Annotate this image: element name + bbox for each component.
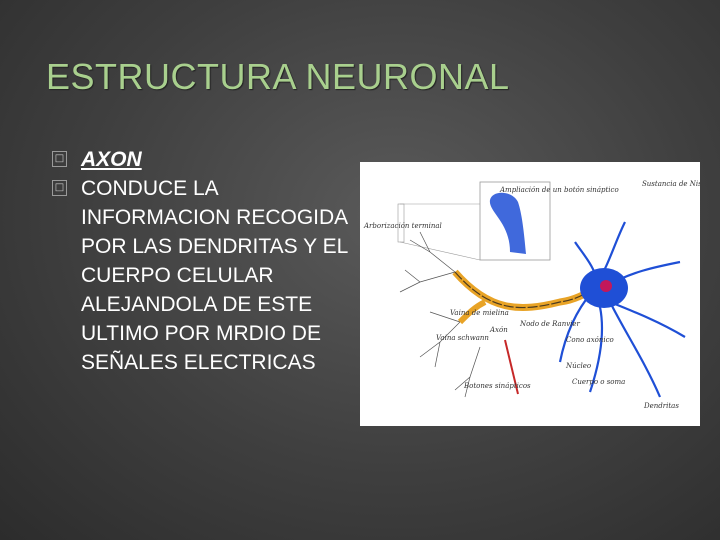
label-sustancia: Sustancia de Nissl (642, 180, 700, 188)
synaptic-button-shape (489, 192, 526, 254)
slide-title: ESTRUCTURA NEURONAL (46, 56, 510, 97)
cell-body (558, 221, 686, 398)
label-ampliacion: Ampliación de un botón sináptico (499, 186, 619, 194)
bullet-marker-icon: □ (52, 151, 67, 167)
neuron-illustration: Ampliación de un botón sináptico Sustanc… (363, 180, 700, 410)
label-axon: Axón (489, 326, 508, 334)
bullet-text-axon: AXON (81, 148, 142, 171)
neuron-figure: Ampliación de un botón sináptico Sustanc… (360, 162, 700, 426)
bullet-text-description: CONDUCE LA INFORMACION RECOGIDA POR LAS … (81, 177, 348, 374)
bullet-description: □ CONDUCE LA INFORMACION RECOGIDA POR LA… (52, 174, 352, 377)
bullet-axon: □ AXON (52, 145, 352, 174)
nucleus-shape (600, 280, 612, 292)
label-vaina-schwann: Vaina schwann (436, 334, 489, 342)
terminal-branches (399, 231, 481, 398)
bullet-list: □ AXON □ CONDUCE LA INFORMACION RECOGIDA… (52, 145, 352, 377)
label-cono-axonico: Cono axónico (566, 336, 614, 344)
label-cuerpo: Cuerpo o soma (572, 378, 625, 386)
label-arborizacion: Arborización terminal (363, 222, 442, 230)
axon-pointer-arrow (504, 339, 519, 395)
label-nodo-ranvier: Nodo de Ranvier (519, 320, 581, 328)
label-nucleo: Núcleo (565, 362, 591, 370)
label-dendritas: Dendritas (643, 402, 679, 410)
myelin-sheath (452, 269, 597, 312)
bullet-marker-icon: □ (52, 180, 67, 196)
label-vaina-mielina: Vaina de mielina (450, 309, 509, 317)
label-botones: Botones sinápticos (463, 382, 531, 390)
